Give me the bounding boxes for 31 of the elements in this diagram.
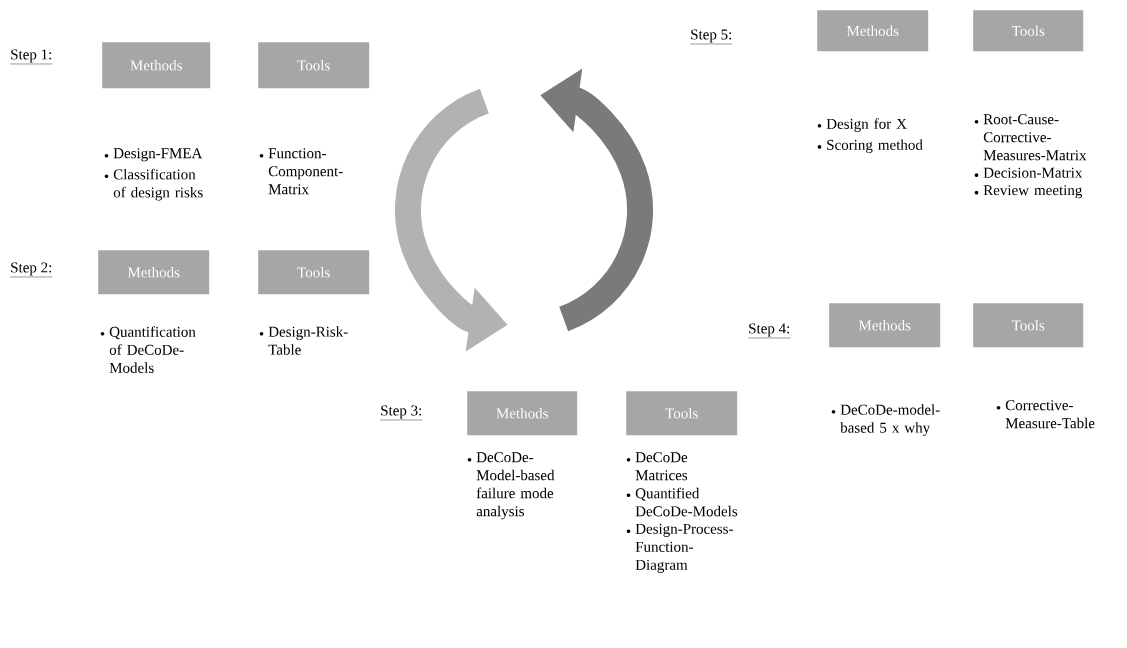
bullet-item: Classification of design risks bbox=[113, 168, 203, 201]
category-box: Tools bbox=[973, 303, 1084, 348]
bullet-item: Design-FMEA bbox=[113, 148, 203, 162]
bullet-item: DeCoDe Matrices bbox=[635, 452, 688, 481]
bullet-item: Design for X bbox=[826, 118, 907, 132]
step-label: Step 5: bbox=[690, 29, 733, 45]
step-label: Step 2: bbox=[10, 262, 53, 278]
bullet-item: Quantified DeCoDe-Models bbox=[635, 487, 738, 517]
bullet-item: Review meeting bbox=[983, 185, 1083, 199]
step-label: Step 1: bbox=[10, 49, 53, 65]
category-box: Methods bbox=[467, 391, 578, 436]
category-box: Tools bbox=[973, 10, 1084, 52]
category-box: Tools bbox=[258, 250, 370, 295]
category-box: Tools bbox=[258, 42, 370, 89]
bullet-item: Function-Component-Matrix bbox=[268, 148, 343, 195]
bullet-item: DeCoDe-Model-based failure mode analysis bbox=[476, 452, 555, 520]
bullet-item: Root-Cause-Corrective-Measures-Matrix bbox=[983, 114, 1087, 161]
category-box: Methods bbox=[98, 250, 210, 295]
bullet-item: Scoring method bbox=[827, 139, 923, 154]
step-label: Step 3: bbox=[380, 405, 423, 421]
bullet-item: Corrective-Measure-Table bbox=[1005, 400, 1095, 429]
bullet-item: Decision-Matrix bbox=[983, 167, 1083, 178]
bullet-item: Design-Process-Function-Diagram bbox=[635, 523, 733, 573]
category-box: Methods bbox=[102, 42, 211, 89]
step-label: Step 4: bbox=[748, 323, 791, 339]
category-box: Methods bbox=[817, 10, 929, 52]
bullet-item: Quantification of DeCoDe-Models bbox=[109, 326, 196, 373]
bullet-item: DeCoDe-model-based 5 x why bbox=[840, 404, 940, 436]
category-box: Tools bbox=[626, 391, 738, 436]
category-box: Methods bbox=[829, 303, 941, 348]
bullet-item: Design-Risk-Table bbox=[268, 326, 348, 355]
